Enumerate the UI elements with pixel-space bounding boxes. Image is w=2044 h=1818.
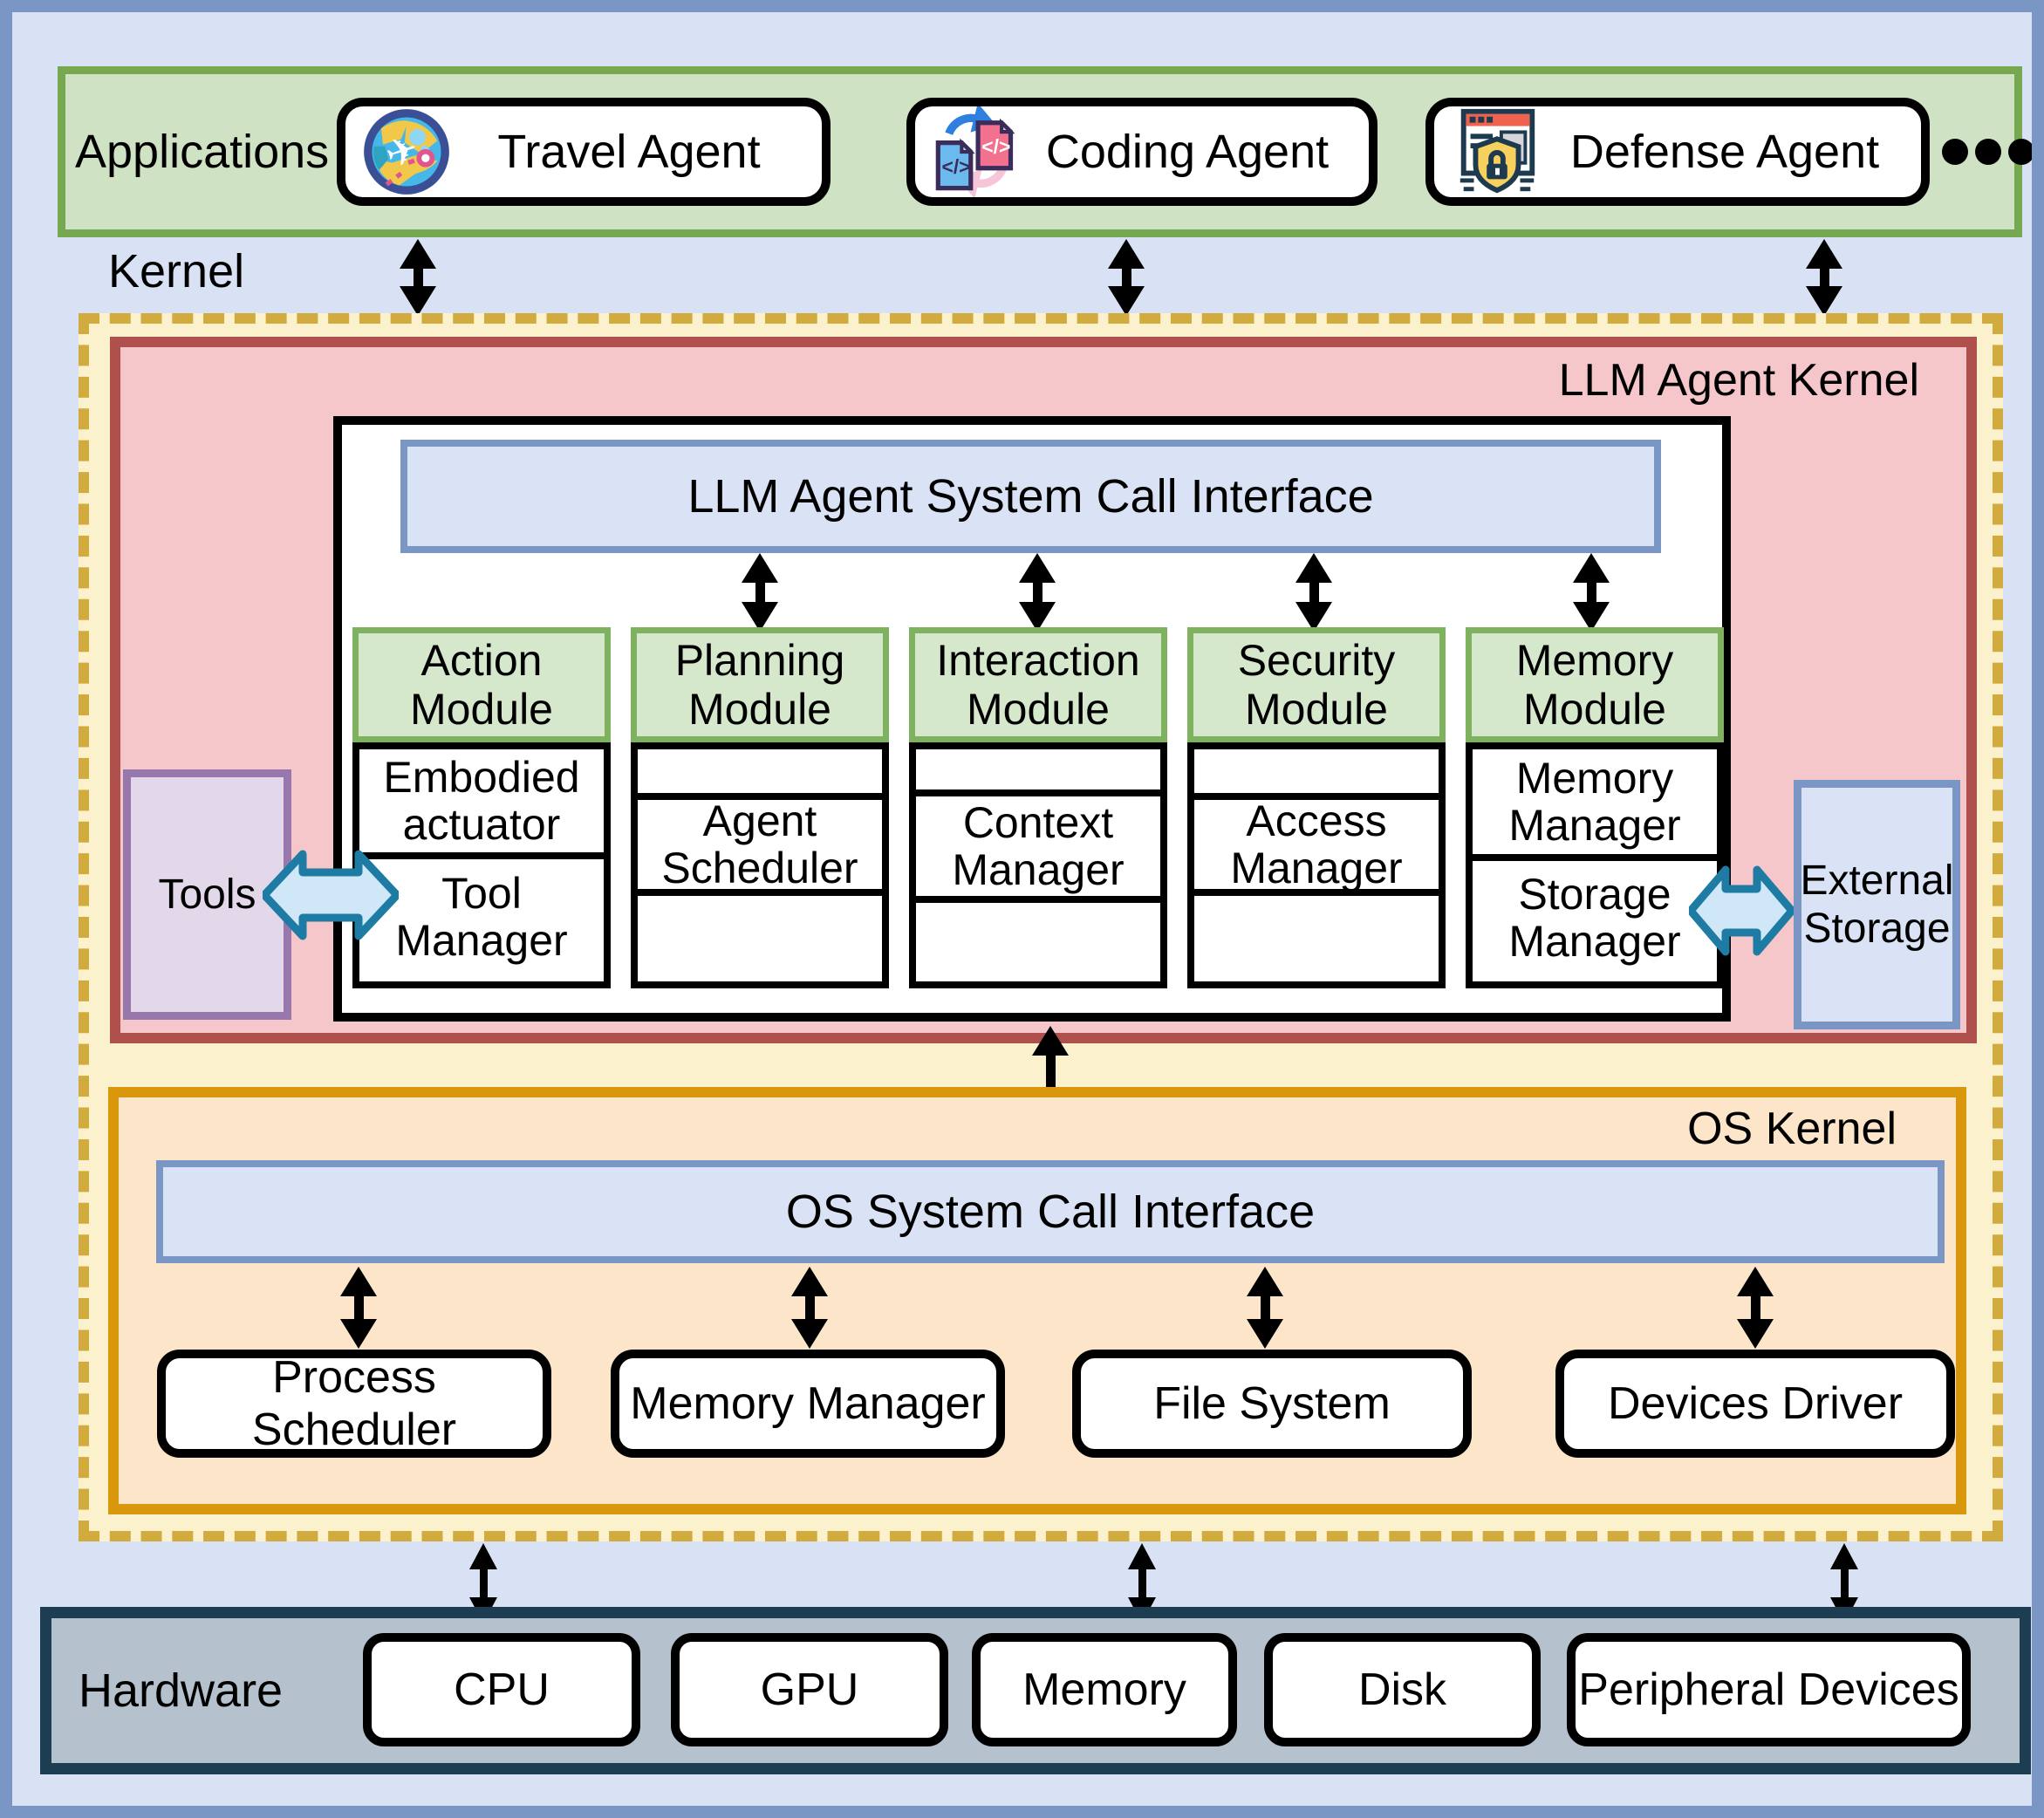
action-module-header: Action Module: [352, 627, 611, 742]
arrow-os-memory-manager: [790, 1267, 829, 1349]
agent-scheduler-cell: Agent Scheduler: [638, 793, 882, 889]
devices-driver-box: Devices Driver: [1555, 1350, 1955, 1458]
storage-manager-cell: Storage Manager: [1473, 854, 1717, 974]
applications-label: Applications: [75, 126, 330, 178]
arrow-coding-to-kernel: [1107, 239, 1145, 316]
security-empty-cell-bottom: [1194, 889, 1439, 967]
svg-text:</>: </>: [941, 155, 970, 178]
security-module-body: Access Manager: [1187, 742, 1446, 988]
external-storage-box: External Storage: [1794, 780, 1960, 1029]
coding-agent-label: Coding Agent: [1045, 126, 1330, 178]
planning-empty-cell-top: [638, 749, 882, 793]
shield-browser-icon: [1460, 108, 1535, 194]
travel-globe-icon: ✈: [364, 109, 449, 195]
arrow-os-process-scheduler: [339, 1267, 378, 1349]
embodied-actuator-cell: Embodied actuator: [383, 753, 580, 849]
memory-manager-box: Memory Manager: [611, 1350, 1005, 1458]
interaction-empty-cell-top: [916, 749, 1160, 789]
arrow-travel-to-kernel: [399, 239, 437, 316]
llm-syscall-interface-bar: LLM Agent System Call Interface: [400, 440, 1661, 553]
arrow-ifc-security: [1295, 553, 1333, 632]
cpu-box: CPU: [363, 1633, 640, 1746]
action-module-body: Embodied actuator Tool Manager: [352, 742, 611, 988]
access-manager-cell: Access Manager: [1194, 793, 1439, 889]
memory-module: Memory Module Memory Manager Storage Man…: [1466, 627, 1724, 988]
arrow-defense-to-kernel: [1805, 239, 1843, 316]
tools-bidirectional-arrow: [263, 850, 399, 940]
file-system-box: File System: [1072, 1350, 1472, 1458]
interaction-empty-cell-bottom: [916, 896, 1160, 967]
kernel-label: Kernel: [108, 245, 245, 297]
context-manager-cell: Context Manager: [916, 789, 1160, 896]
os-syscall-interface-bar: OS System Call Interface: [156, 1160, 1945, 1263]
interaction-module: Interaction Module Context Manager: [909, 627, 1167, 988]
process-scheduler-box: Process Scheduler: [157, 1350, 551, 1458]
memory-manager-cell: Memory Manager: [1508, 754, 1681, 850]
planning-module-header: Planning Module: [631, 627, 889, 742]
arrow-ifc-interaction: [1018, 553, 1056, 632]
llm-agent-kernel-label: LLM Agent Kernel: [1558, 355, 1919, 406]
travel-agent-box: ✈ Travel Agent: [337, 98, 831, 206]
travel-agent-label: Travel Agent: [497, 126, 761, 178]
interaction-module-header: Interaction Module: [909, 627, 1167, 742]
defense-agent-label: Defense Agent: [1569, 126, 1880, 178]
disk-box: Disk: [1264, 1633, 1541, 1746]
memory-module-header: Memory Module: [1466, 627, 1724, 742]
defense-agent-box: Defense Agent: [1425, 98, 1930, 206]
svg-text:</>: </>: [981, 135, 1010, 158]
memory-module-body: Memory Manager Storage Manager: [1466, 742, 1724, 988]
code-files-icon: </> </>: [935, 106, 1015, 197]
arrow-ifc-planning: [741, 553, 779, 632]
security-module-header: Security Module: [1187, 627, 1446, 742]
planning-module-body: Agent Scheduler: [631, 742, 889, 988]
gpu-box: GPU: [671, 1633, 948, 1746]
coding-agent-box: </> </> Coding Agent: [906, 98, 1377, 206]
security-module: Security Module Access Manager: [1187, 627, 1446, 988]
os-kernel-label: OS Kernel: [1687, 1104, 1897, 1154]
hardware-label: Hardware: [79, 1664, 284, 1717]
external-storage-bidirectional-arrow: [1689, 865, 1794, 956]
arrow-ifc-memory: [1572, 553, 1610, 632]
memory-box: Memory: [972, 1633, 1237, 1746]
planning-empty-cell-bottom: [638, 889, 882, 967]
peripheral-devices-box: Peripheral Devices: [1567, 1633, 1971, 1746]
arrow-os-devices-driver: [1736, 1267, 1774, 1349]
planning-module: Planning Module Agent Scheduler: [631, 627, 889, 988]
tool-manager-cell: Tool Manager: [359, 852, 604, 974]
interaction-module-body: Context Manager: [909, 742, 1167, 988]
action-module: Action Module Embodied actuator Tool Man…: [352, 627, 611, 988]
security-empty-cell-top: [1194, 749, 1439, 793]
more-agents-ellipsis-icon: [1942, 139, 2032, 165]
arrow-os-file-system: [1246, 1267, 1284, 1349]
